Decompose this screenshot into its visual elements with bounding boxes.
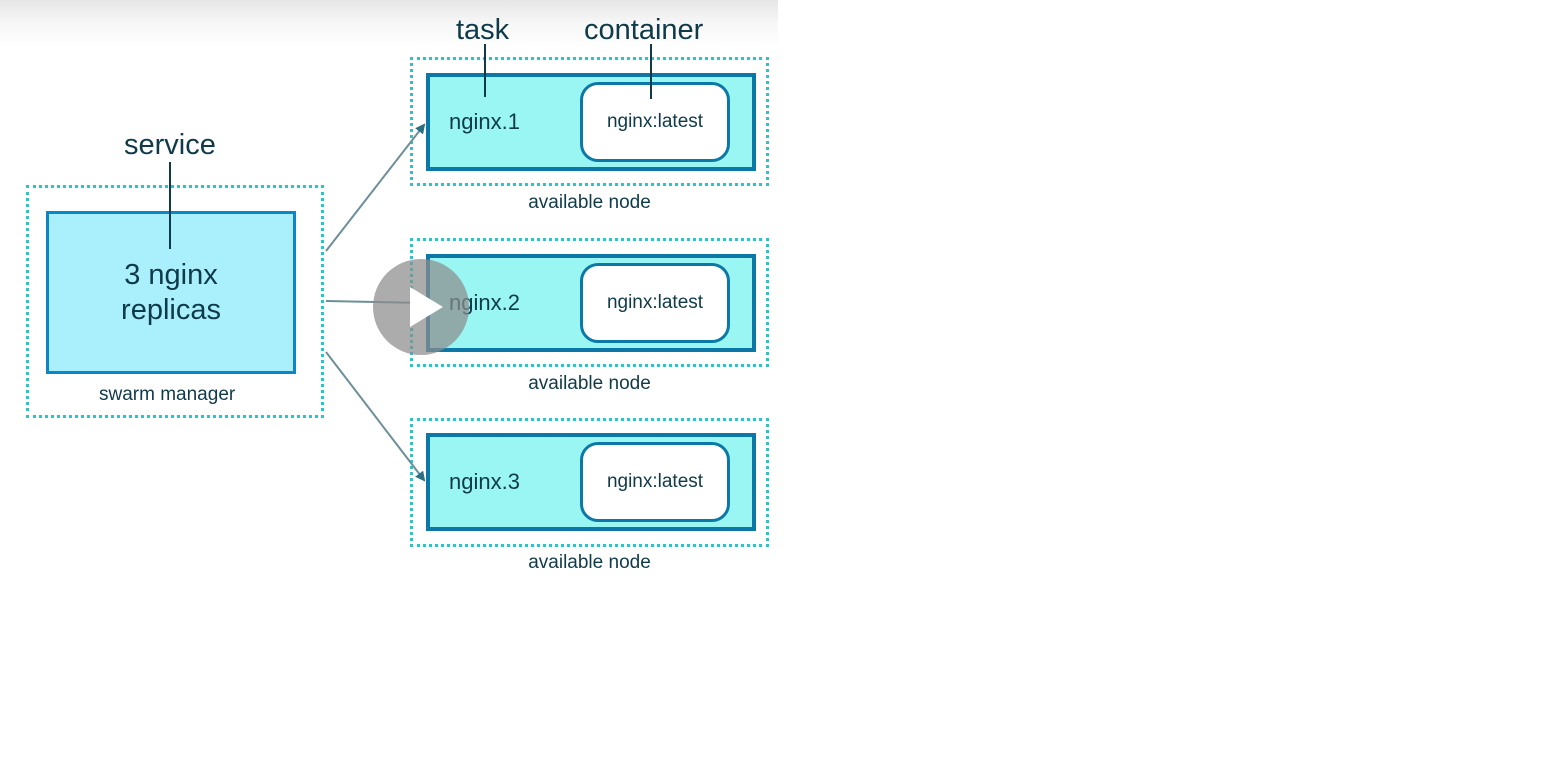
container-box-3: nginx:latest [580, 442, 730, 522]
arrow-to-node-1 [325, 123, 426, 252]
swarm-manager-caption: swarm manager [99, 384, 236, 405]
node-caption-1: available node [528, 192, 651, 213]
node-frame-3 [410, 418, 769, 547]
play-icon [410, 287, 443, 327]
service-box-text: 3 nginx replicas [46, 258, 296, 328]
service-replicas-line1: 3 nginx [124, 259, 218, 291]
diagram-canvas: 3 nginx replicas swarm manager nginx.1 n… [0, 0, 778, 600]
arrow-to-node-3 [325, 351, 426, 482]
task-title: task [456, 14, 510, 46]
container-title: container [584, 14, 704, 46]
node-caption-2: available node [528, 373, 651, 394]
play-button[interactable] [373, 259, 469, 355]
node-frame-1 [410, 57, 769, 186]
node-caption-3: available node [528, 552, 651, 573]
task-label-3: nginx.3 [449, 469, 520, 494]
task-label-1: nginx.1 [449, 109, 520, 134]
container-box-2: nginx:latest [580, 263, 730, 343]
service-replicas-line2: replicas [121, 294, 221, 326]
swarm-manager-frame [26, 185, 324, 418]
container-box-1: nginx:latest [580, 82, 730, 162]
service-title: service [124, 129, 216, 161]
